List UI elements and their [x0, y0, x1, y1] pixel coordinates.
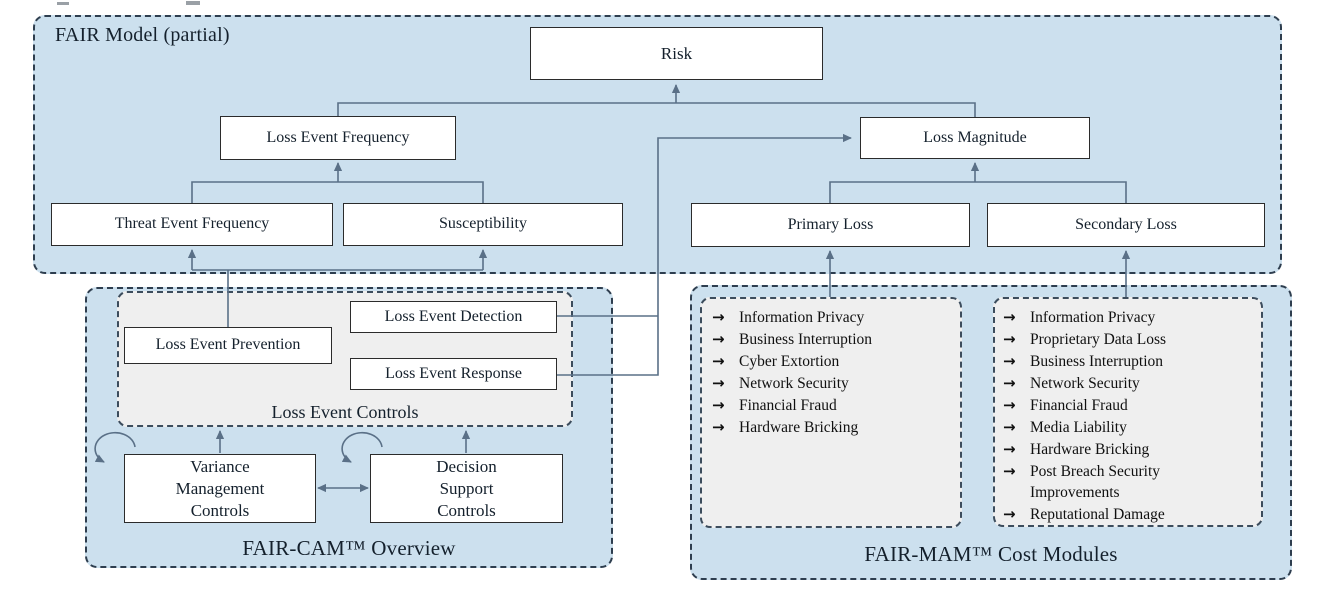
- arrow-bullet-icon: →: [712, 330, 725, 348]
- arrow-bullet-icon: →: [1003, 330, 1016, 348]
- loss-event-controls-label: Loss Event Controls: [271, 402, 419, 422]
- list-item: → Proprietary Data Loss: [1003, 329, 1255, 350]
- list-item: → Hardware Bricking: [1003, 439, 1255, 460]
- arrow-bullet-icon: →: [1003, 396, 1016, 414]
- fair-model-title: FAIR Model (partial): [55, 24, 230, 46]
- list-item: → Financial Fraud: [712, 395, 957, 416]
- secondary-loss-modules-box: [993, 297, 1263, 527]
- node-loss-event-detection: Loss Event Detection: [350, 301, 557, 333]
- node-loss-event-prevention: Loss Event Prevention: [124, 327, 332, 364]
- list-item: → Cyber Extortion: [712, 351, 957, 372]
- crop-artifact-mark: [186, 1, 200, 5]
- module-label: Network Security: [1030, 375, 1140, 392]
- node-threat-event-frequency: Threat Event Frequency: [51, 203, 333, 246]
- list-item: → Business Interruption: [1003, 351, 1255, 372]
- list-item: → Post Breach Security Improvements: [1003, 461, 1255, 503]
- module-label: Business Interruption: [739, 331, 873, 348]
- arrow-bullet-icon: →: [1003, 374, 1016, 392]
- arrow-bullet-icon: →: [712, 396, 725, 414]
- arrow-bullet-icon: →: [1003, 440, 1016, 458]
- module-label: Financial Fraud: [739, 397, 837, 414]
- list-item: → Hardware Bricking: [712, 417, 957, 438]
- module-label: Proprietary Data Loss: [1030, 331, 1167, 348]
- module-label: Reputational Damage: [1030, 506, 1165, 523]
- crop-artifact-mark: [57, 2, 69, 5]
- fair-mam-title: FAIR-MAM™ Cost Modules: [864, 542, 1118, 566]
- arrow-bullet-icon: →: [712, 352, 725, 370]
- node-loss-magnitude: Loss Magnitude: [860, 117, 1090, 159]
- module-label: Information Privacy: [739, 309, 865, 326]
- list-item: → Information Privacy: [712, 307, 957, 328]
- module-label: Network Security: [739, 375, 849, 392]
- node-loss-event-frequency: Loss Event Frequency: [220, 116, 456, 160]
- module-label: Business Interruption: [1030, 353, 1164, 370]
- fair-cam-title: FAIR-CAM™ Overview: [242, 536, 456, 560]
- primary-loss-module-list: → Information Privacy → Business Interru…: [712, 307, 957, 439]
- module-label: Hardware Bricking: [1030, 441, 1150, 458]
- arrow-bullet-icon: →: [712, 418, 725, 436]
- list-item: → Financial Fraud: [1003, 395, 1255, 416]
- node-primary-loss: Primary Loss: [691, 203, 970, 247]
- list-item: → Reputational Damage: [1003, 504, 1255, 525]
- arrow-bullet-icon: →: [1003, 418, 1016, 436]
- list-item: → Network Security: [1003, 373, 1255, 394]
- node-loss-event-response: Loss Event Response: [350, 358, 557, 390]
- list-item: → Media Liability: [1003, 417, 1255, 438]
- node-secondary-loss: Secondary Loss: [987, 203, 1265, 247]
- node-variance-management-controls: Variance Management Controls: [124, 454, 316, 523]
- arrow-bullet-icon: →: [1003, 505, 1016, 523]
- arrow-bullet-icon: →: [1003, 352, 1016, 370]
- arrow-bullet-icon: →: [712, 374, 725, 392]
- module-label: Information Privacy: [1030, 309, 1156, 326]
- module-label: Financial Fraud: [1030, 397, 1128, 414]
- list-item: → Business Interruption: [712, 329, 957, 350]
- secondary-loss-module-list: → Information Privacy → Proprietary Data…: [1003, 307, 1255, 526]
- module-label: Media Liability: [1030, 419, 1127, 436]
- module-label: Cyber Extortion: [739, 353, 840, 370]
- node-susceptibility: Susceptibility: [343, 203, 623, 246]
- list-item: → Network Security: [712, 373, 957, 394]
- module-label: Hardware Bricking: [739, 419, 859, 436]
- arrow-bullet-icon: →: [1003, 462, 1016, 480]
- arrow-bullet-icon: →: [712, 308, 725, 326]
- arrow-bullet-icon: →: [1003, 308, 1016, 326]
- module-label: Post Breach Security Improvements: [1030, 463, 1161, 501]
- list-item: → Information Privacy: [1003, 307, 1255, 328]
- node-decision-support-controls: Decision Support Controls: [370, 454, 563, 523]
- node-risk: Risk: [530, 27, 823, 80]
